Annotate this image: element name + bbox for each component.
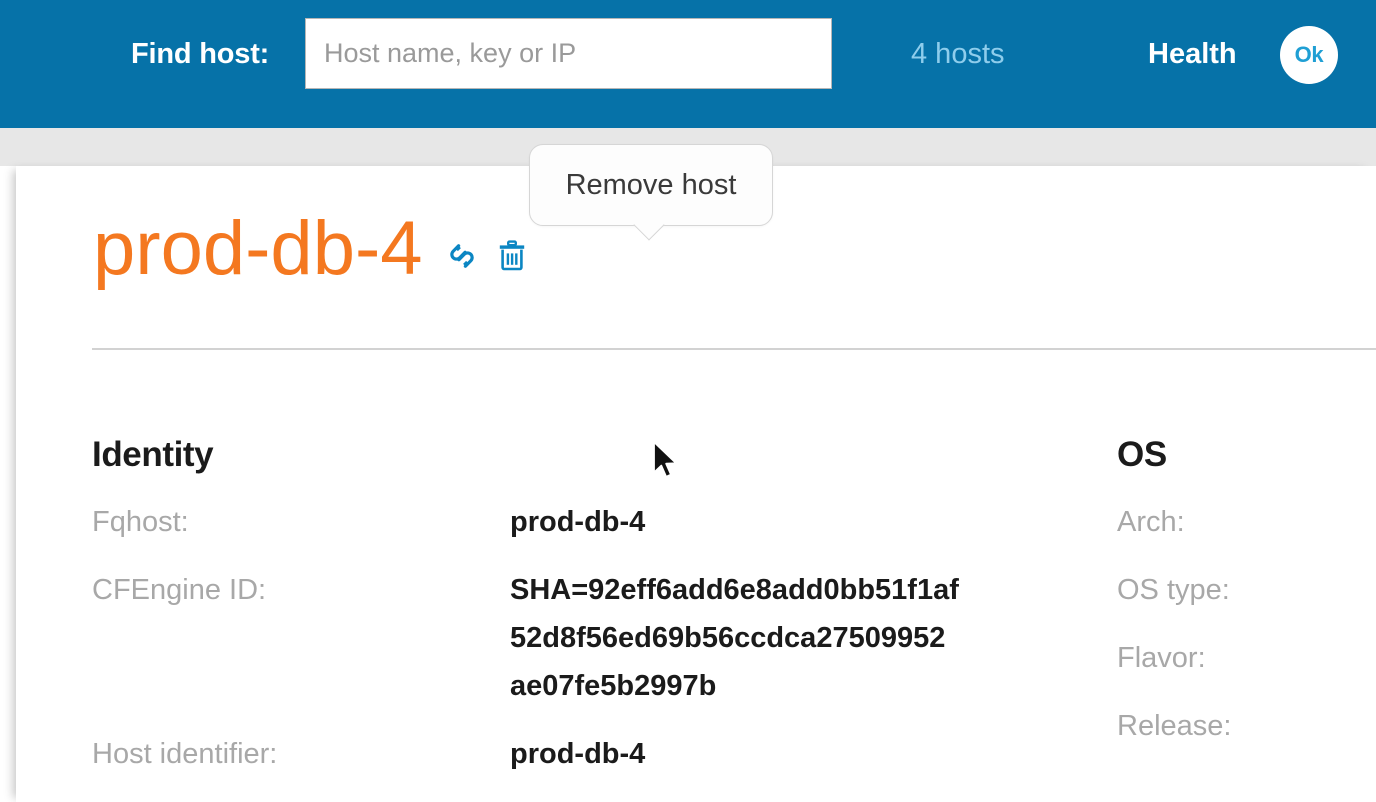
host-title-row: prod-db-4: [93, 203, 529, 295]
chain-link-icon-button[interactable]: [445, 238, 479, 276]
field-value-cfengine-id: SHA=92eff6add6e8add0bb51f1af 52d8f56ed69…: [510, 566, 959, 710]
field-row-host-identifier: Host identifier: prod-db-4: [92, 730, 1102, 778]
trash-icon: [498, 239, 526, 275]
tooltip-tail: [633, 209, 665, 241]
field-value-fqhost: prod-db-4: [510, 506, 646, 538]
field-row-flavor: Flavor:: [1117, 634, 1376, 682]
cfengine-id-line-1: SHA=92eff6add6e8add0bb51f1af: [510, 574, 959, 606]
remove-host-button[interactable]: [495, 238, 529, 276]
field-label-os-type: OS type:: [1117, 574, 1230, 606]
field-label-host-identifier: Host identifier:: [92, 738, 278, 770]
field-label-flavor: Flavor:: [1117, 642, 1206, 674]
field-row-fqhost: Fqhost: prod-db-4: [92, 498, 1102, 546]
find-host-label: Find host:: [131, 38, 270, 70]
search-input[interactable]: [305, 18, 832, 89]
section-divider: [92, 348, 1376, 350]
os-section: OS Arch: OS type: Flavor: Release:: [1117, 434, 1376, 770]
os-heading: OS: [1117, 435, 1167, 474]
host-detail-panel: prod-db-4: [16, 144, 1376, 802]
hosts-count-link[interactable]: 4 hosts: [911, 38, 1005, 70]
field-row-arch: Arch:: [1117, 498, 1376, 546]
health-status-text: Ok: [1294, 42, 1324, 67]
host-action-icons: [445, 222, 529, 276]
search-field-wrapper: [305, 18, 832, 89]
tooltip-text: Remove host: [565, 169, 737, 201]
identity-section: Identity Fqhost: prod-db-4 CFEngine ID: …: [92, 434, 1102, 798]
field-label-cfengine-id: CFEngine ID:: [92, 574, 267, 606]
page-title: prod-db-4: [93, 206, 423, 291]
chain-link-icon: [447, 241, 477, 274]
field-row-release: Release:: [1117, 702, 1376, 750]
top-navigation-bar: Find host: 4 hosts Health Ok: [0, 0, 1376, 128]
cfengine-id-line-2: 52d8f56ed69b56ccdca27509952: [510, 622, 946, 654]
tooltip-remove-host: Remove host: [529, 144, 773, 241]
health-status-badge[interactable]: Ok: [1280, 26, 1338, 84]
health-label: Health: [1148, 38, 1237, 70]
field-row-cfengine-id: CFEngine ID: SHA=92eff6add6e8add0bb51f1a…: [92, 566, 1102, 710]
field-label-fqhost: Fqhost:: [92, 506, 189, 538]
field-row-os-type: OS type:: [1117, 566, 1376, 614]
field-label-release: Release:: [1117, 710, 1232, 742]
field-label-arch: Arch:: [1117, 506, 1185, 538]
field-value-host-identifier: prod-db-4: [510, 738, 646, 770]
cfengine-id-line-3: ae07fe5b2997b: [510, 670, 717, 702]
identity-heading: Identity: [92, 435, 214, 474]
